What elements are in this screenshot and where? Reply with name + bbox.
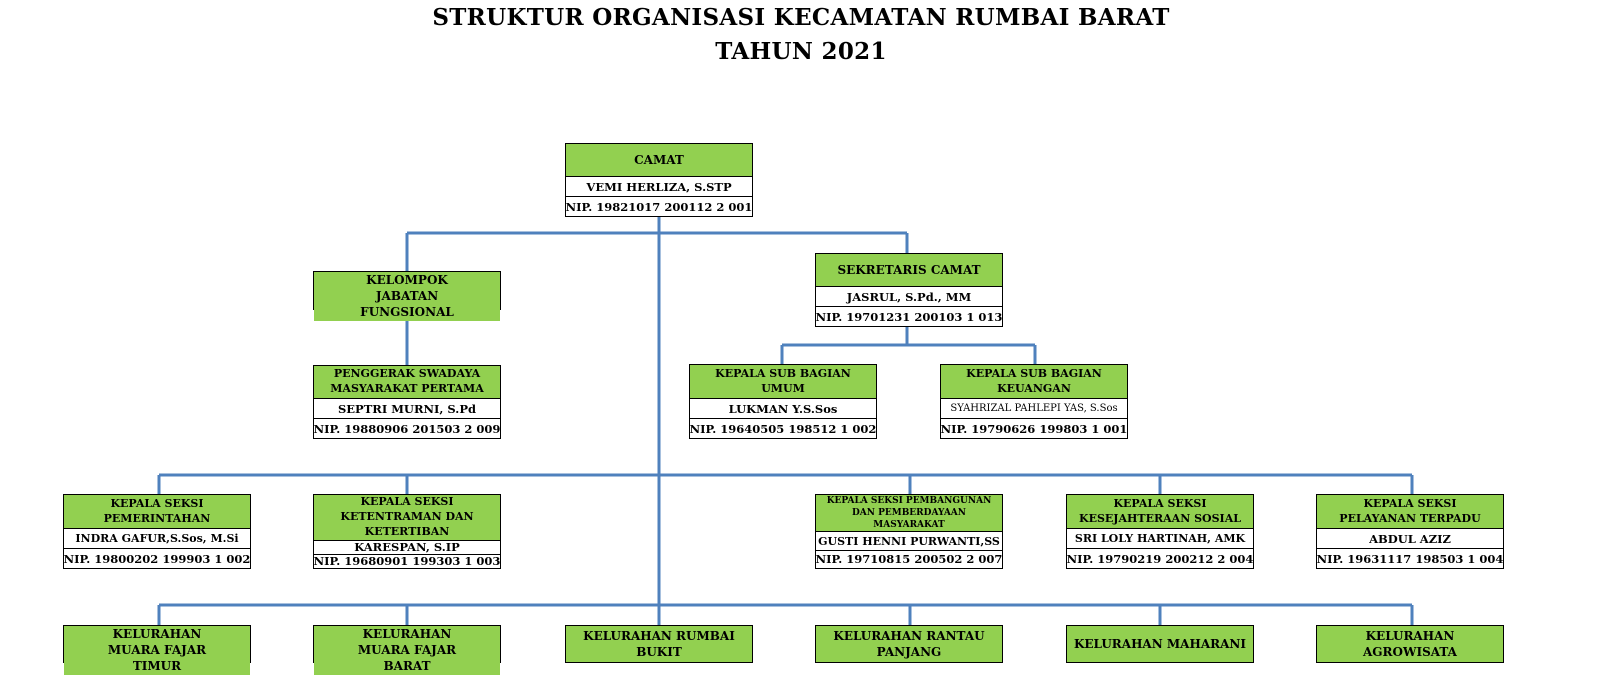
camat-name: VEMI HERLIZA, S.STP [566, 176, 752, 196]
subbag-umum-nip: NIP. 19640505 198512 1 002 [690, 418, 876, 438]
seksi-nip: NIP. 19790219 200212 2 004 [1067, 548, 1253, 568]
sekretaris-box: SEKRETARIS CAMAT JASRUL, S.Pd., MM NIP. … [815, 253, 1003, 327]
kelurahan-box: KELURAHAN RUMBAI BUKIT [565, 625, 753, 663]
seksi-position: KEPALA SEKSI PELAYANAN TERPADU [1317, 495, 1503, 528]
penggerak-name: SEPTRI MURNI, S.Pd [314, 398, 500, 418]
kelurahan-box: KELURAHAN RANTAU PANJANG [815, 625, 1003, 663]
kelurahan-label: KELURAHAN MAHARANI [1067, 626, 1253, 662]
seksi-position: KEPALA SEKSI KESEJAHTERAAN SOSIAL [1067, 495, 1253, 528]
kelurahan-label: KELURAHAN MUARA FAJAR TIMUR [64, 626, 250, 675]
penggerak-position: PENGGERAK SWADAYA MASYARAKAT PERTAMA [314, 366, 500, 398]
kelurahan-label: KELURAHAN RUMBAI BUKIT [566, 626, 752, 662]
seksi-box: KEPALA SEKSI PEMERINTAHAN INDRA GAFUR,S.… [63, 494, 251, 569]
seksi-nip: NIP. 19800202 199903 1 002 [64, 548, 250, 568]
subbag-umum-name: LUKMAN Y.S.Sos [690, 398, 876, 418]
kelurahan-box: KELURAHAN MUARA FAJAR TIMUR [63, 625, 251, 675]
seksi-nip: NIP. 19631117 198503 1 004 [1317, 548, 1503, 568]
subbag-umum-box: KEPALA SUB BAGIAN UMUM LUKMAN Y.S.Sos NI… [689, 364, 877, 439]
seksi-position: KEPALA SEKSI KETENTRAMAN DAN KETERTIBAN [314, 495, 500, 540]
seksi-box: KEPALA SEKSI KESEJAHTERAAN SOSIAL SRI LO… [1066, 494, 1254, 569]
subbag-keuangan-position: KEPALA SUB BAGIAN KEUANGAN [941, 365, 1127, 398]
kelurahan-label: KELURAHAN RANTAU PANJANG [816, 626, 1002, 662]
fungsional-position: KELOMPOK JABATAN FUNGSIONAL [314, 272, 500, 321]
fungsional-box: KELOMPOK JABATAN FUNGSIONAL [313, 271, 501, 321]
seksi-box: KEPALA SEKSI PEMBANGUNAN DAN PEMBERDAYAA… [815, 494, 1003, 569]
seksi-box: KEPALA SEKSI KETENTRAMAN DAN KETERTIBAN … [313, 494, 501, 569]
seksi-box: KEPALA SEKSI PELAYANAN TERPADU ABDUL AZI… [1316, 494, 1504, 569]
kelurahan-label: KELURAHAN AGROWISATA [1317, 626, 1503, 662]
kelurahan-box: KELURAHAN MUARA FAJAR BARAT [313, 625, 501, 675]
subbag-keuangan-name: SYAHRIZAL PAHLEPI YAS, S.Sos [941, 398, 1127, 418]
seksi-name: ABDUL AZIZ [1317, 528, 1503, 548]
kelurahan-label: KELURAHAN MUARA FAJAR BARAT [314, 626, 500, 675]
sekretaris-position: SEKRETARIS CAMAT [816, 254, 1002, 286]
penggerak-nip: NIP. 19880906 201503 2 009 [314, 418, 500, 438]
seksi-name: SRI LOLY HARTINAH, AMK [1067, 528, 1253, 548]
kelurahan-box: KELURAHAN MAHARANI [1066, 625, 1254, 663]
subbag-keuangan-box: KEPALA SUB BAGIAN KEUANGAN SYAHRIZAL PAH… [940, 364, 1128, 439]
sekretaris-name: JASRUL, S.Pd., MM [816, 286, 1002, 306]
seksi-name: GUSTI HENNI PURWANTI,SS [816, 531, 1002, 549]
seksi-position: KEPALA SEKSI PEMBANGUNAN DAN PEMBERDAYAA… [816, 495, 1002, 532]
chart-title: STRUKTUR ORGANISASI KECAMATAN RUMBAI BAR… [432, 4, 1170, 31]
sekretaris-nip: NIP. 19701231 200103 1 013 [816, 306, 1002, 326]
seksi-name: KARESPAN, S.IP [314, 539, 500, 554]
chart-year: TAHUN 2021 [715, 38, 887, 65]
kelurahan-box: KELURAHAN AGROWISATA [1316, 625, 1504, 663]
subbag-umum-position: KEPALA SUB BAGIAN UMUM [690, 365, 876, 398]
seksi-name: INDRA GAFUR,S.Sos, M.Si [64, 528, 250, 548]
camat-position: CAMAT [566, 144, 752, 176]
seksi-nip: NIP. 19680901 199303 1 003 [314, 553, 500, 568]
subbag-keuangan-nip: NIP. 19790626 199803 1 001 [941, 418, 1127, 438]
penggerak-box: PENGGERAK SWADAYA MASYARAKAT PERTAMA SEP… [313, 365, 501, 439]
camat-box: CAMAT VEMI HERLIZA, S.STP NIP. 19821017 … [565, 143, 753, 217]
seksi-nip: NIP. 19710815 200502 2 007 [816, 549, 1002, 568]
seksi-position: KEPALA SEKSI PEMERINTAHAN [64, 495, 250, 528]
camat-nip: NIP. 19821017 200112 2 001 [566, 196, 752, 216]
